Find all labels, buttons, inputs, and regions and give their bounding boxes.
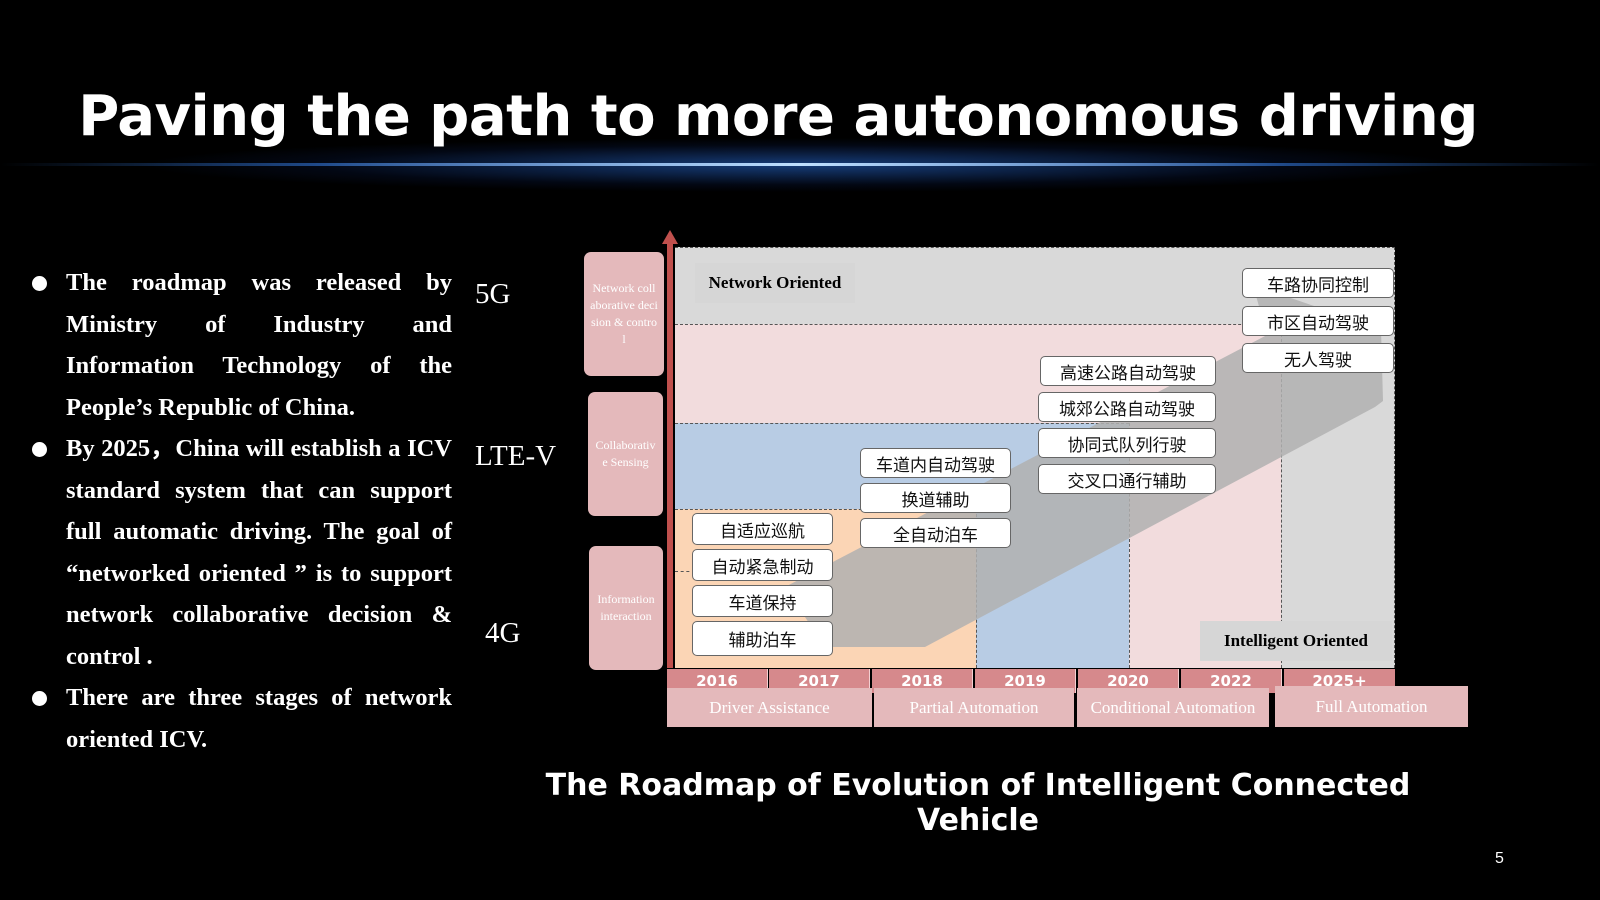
bullet-item: There are three stages of network orient…: [30, 677, 452, 760]
band-label-collaborative: Collaborative Sensing: [588, 392, 663, 516]
dashed-line: [1394, 247, 1395, 668]
dashed-line: [675, 324, 1281, 325]
function-box-parking-assist: 辅助泊车: [692, 621, 833, 656]
function-box-intersection-assist: 交叉口通行辅助: [1038, 464, 1216, 494]
function-box-auto-parking: 全自动泊车: [860, 518, 1011, 548]
stage-partial-automation: Partial Automation: [874, 688, 1074, 727]
vertical-axis-bar: [667, 240, 673, 668]
stage-full-automation: Full Automation: [1275, 686, 1468, 727]
bullet-text: There are three stages of network orient…: [66, 684, 452, 753]
band-label-network-text: Network collaborative decision & control: [590, 281, 658, 346]
bullet-dot-icon: [32, 691, 47, 706]
dashed-line: [675, 571, 695, 572]
stage-conditional-automation: Conditional Automation: [1077, 688, 1269, 727]
band-label-information-text: Information interaction: [597, 592, 655, 623]
band-label-information: Information interaction: [589, 546, 663, 670]
dashed-line: [675, 423, 1129, 424]
diagram-caption: The Roadmap of Evolution of Intelligent …: [545, 768, 1411, 838]
function-box-adaptive-cruise: 自适应巡航: [692, 513, 833, 545]
axis-arrow-up-icon: [662, 230, 678, 244]
function-box-lane-change-assist: 换道辅助: [860, 483, 1011, 513]
bullet-item: By 2025，China will establish a ICV stand…: [30, 428, 452, 677]
dashed-line: [1129, 423, 1130, 668]
dashed-line: [675, 509, 976, 510]
bullet-text: The roadmap was released by Ministry of …: [66, 269, 452, 421]
tech-label-lte-v: LTE-V: [475, 440, 557, 472]
bullet-dot-icon: [32, 442, 47, 457]
function-box-suburban-driving: 城郊公路自动驾驶: [1038, 392, 1216, 422]
dashed-line: [1281, 324, 1282, 668]
function-box-lane-keeping: 车道保持: [692, 585, 833, 617]
bullet-item: The roadmap was released by Ministry of …: [30, 262, 452, 428]
dashed-line: [675, 247, 1395, 248]
slide-title: Paving the path to more autonomous drivi…: [78, 84, 1478, 149]
function-box-emergency-braking: 自动紧急制动: [692, 549, 833, 581]
page-number: 5: [1495, 850, 1504, 867]
band-label-collaborative-text: Collaborative Sensing: [595, 438, 656, 469]
stage-driver-assistance: Driver Assistance: [667, 688, 872, 727]
bullet-list: The roadmap was released by Ministry of …: [30, 262, 452, 760]
tech-label-5g: 5G: [475, 278, 511, 310]
zone-title-network-oriented: Network Oriented: [695, 263, 855, 303]
title-glow-line: [0, 163, 1600, 166]
bullet-dot-icon: [32, 276, 47, 291]
band-label-network: Network collaborative decision & control: [584, 252, 664, 376]
function-box-urban-driving: 市区自动驾驶: [1242, 306, 1394, 336]
function-box-platooning: 协同式队列行驶: [1038, 428, 1216, 458]
zone-title-intelligent-oriented: Intelligent Oriented: [1200, 621, 1392, 661]
function-box-highway-driving: 高速公路自动驾驶: [1040, 356, 1216, 386]
function-box-driverless: 无人驾驶: [1242, 343, 1394, 373]
function-box-in-lane-driving: 车道内自动驾驶: [860, 448, 1011, 478]
tech-label-4g: 4G: [485, 617, 521, 649]
bullet-text: By 2025，China will establish a ICV stand…: [66, 435, 452, 670]
function-box-v2x-control: 车路协同控制: [1242, 268, 1394, 298]
